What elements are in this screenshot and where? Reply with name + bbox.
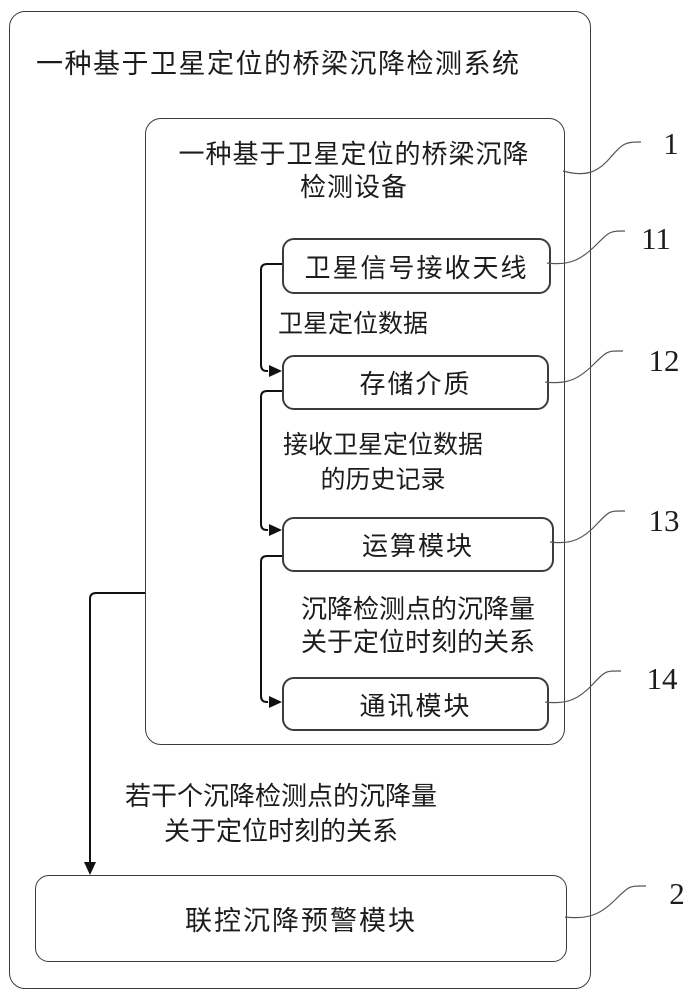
warning-module-box: 联控沉降预警模块 xyxy=(35,875,567,962)
module-box-storage: 存储介质 xyxy=(282,355,549,410)
annotation-history-line2: 的历史记录 xyxy=(320,467,446,494)
annotation-multi-point-line2: 关于定位时刻的关系 xyxy=(163,817,399,846)
ref-label-antenna: 11 xyxy=(641,221,671,256)
device-title-line2: 检测设备 xyxy=(299,173,408,202)
device-box xyxy=(145,118,565,745)
device-title: 一种基于卫星定位的桥梁沉降 检测设备 xyxy=(145,138,563,204)
module-label-communication: 通讯模块 xyxy=(359,691,472,721)
system-box xyxy=(9,11,591,989)
ref-label-computing: 13 xyxy=(648,503,680,538)
ref-label-device: 1 xyxy=(663,126,679,161)
module-label-computing: 运算模块 xyxy=(361,532,474,561)
module-label-storage: 存储介质 xyxy=(359,370,472,399)
ref-label-communication: 14 xyxy=(646,661,678,696)
annotation-multi-point-line1: 若干个沉降检测点的沉降量 xyxy=(124,782,438,811)
annotation-settlement-line2: 关于定位时刻的关系 xyxy=(300,628,536,657)
module-label-antenna: 卫星信号接收天线 xyxy=(304,253,529,283)
annotation-satellite-data: 卫星定位数据 xyxy=(278,311,429,338)
annotation-settlement-relation: 沉降检测点的沉降量 关于定位时刻的关系 xyxy=(301,593,535,659)
annotation-history-line1: 接收卫星定位数据 xyxy=(282,432,484,459)
annotation-settlement-line1: 沉降检测点的沉降量 xyxy=(300,595,536,624)
annotation-history-record: 接收卫星定位数据 的历史记录 xyxy=(283,428,483,498)
module-box-computing: 运算模块 xyxy=(282,517,554,572)
ref-label-storage: 12 xyxy=(648,343,680,378)
device-title-line1: 一种基于卫星定位的桥梁沉降 xyxy=(178,140,530,169)
module-box-communication: 通讯模块 xyxy=(282,677,549,731)
ref-label-warning: 2 xyxy=(669,876,685,911)
annotation-multi-point-relation: 若干个沉降检测点的沉降量 关于定位时刻的关系 xyxy=(125,779,437,849)
warning-module-label: 联控沉降预警模块 xyxy=(185,906,417,936)
module-box-antenna: 卫星信号接收天线 xyxy=(282,238,551,294)
system-title: 一种基于卫星定位的桥梁沉降检测系统 xyxy=(36,49,521,79)
